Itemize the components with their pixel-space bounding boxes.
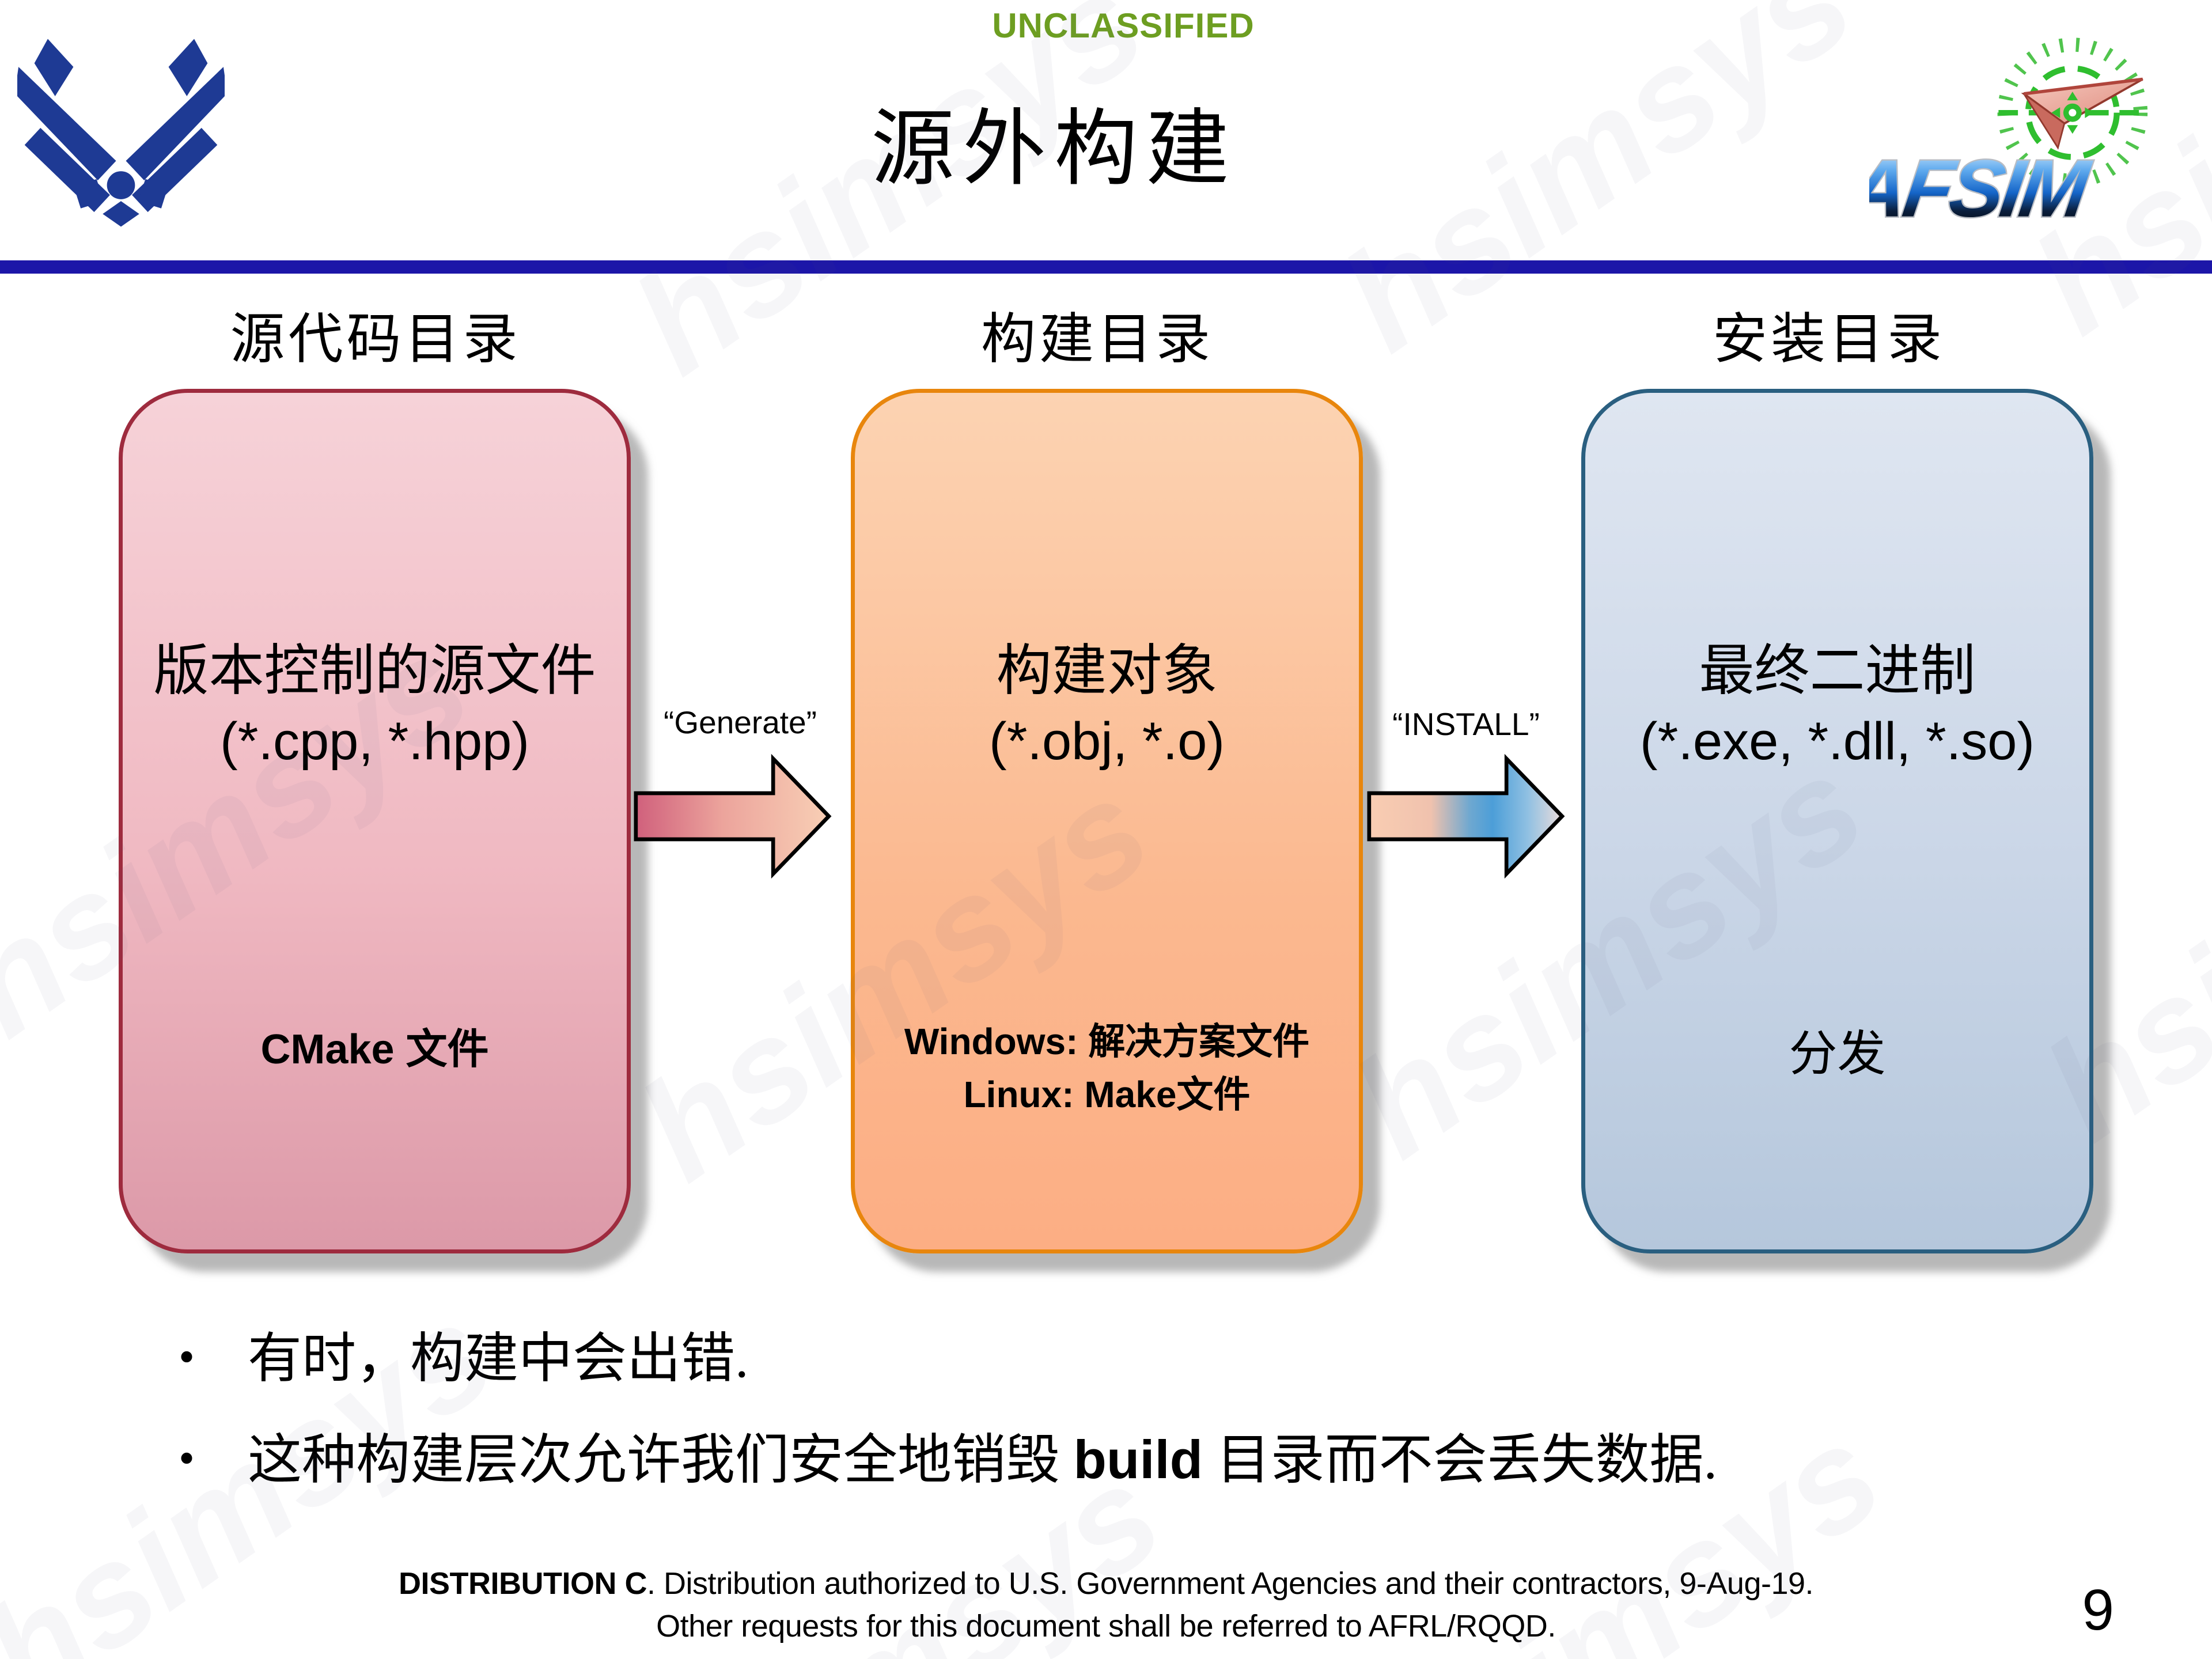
build-box-sub-text: Windows: 解决方案文件 Linux: Make文件 — [855, 1015, 1359, 1121]
build-directory-box: 构建对象 (*.obj, *.o) Windows: 解决方案文件 Linux:… — [851, 389, 1363, 1253]
source-directory-box: 版本控制的源文件 (*.cpp, *.hpp) CMake 文件 — [119, 389, 631, 1253]
build-extensions-label: (*.obj, *.o) — [988, 712, 1225, 771]
build-keyword: build — [1073, 1429, 1203, 1490]
distribution-statement: DISTRIBUTION C. Distribution authorized … — [0, 1562, 2212, 1647]
distribution-line-1: DISTRIBUTION C. Distribution authorized … — [398, 1566, 1814, 1601]
bullet-item: • 有时，构建中会出错. — [179, 1315, 2080, 1393]
source-extensions-label: (*.cpp, *.hpp) — [220, 712, 529, 771]
distribution-label-bold: DISTRIBUTION C — [398, 1566, 647, 1601]
crosshair-circle-icon — [2025, 65, 2120, 160]
final-binaries-label: 最终二进制 — [1699, 640, 1976, 702]
windows-solution-label: Windows: 解决方案文件 — [904, 1021, 1310, 1062]
build-box-main-text: 构建对象 (*.obj, *.o) — [855, 635, 1359, 776]
column-header-build: 构建目录 — [980, 309, 1214, 370]
bullet-text-errors: 有时，构建中会出错. — [248, 1329, 749, 1389]
install-arrow-label: “INSTALL” — [1392, 706, 1540, 742]
column-header-install: 安装目录 — [1712, 309, 1945, 370]
page-title: 源外构建 — [871, 104, 1237, 196]
source-files-label: 版本控制的源文件 — [153, 640, 596, 702]
distribution-label: 分发 — [1789, 1028, 1886, 1081]
build-objects-label: 构建对象 — [996, 640, 1218, 702]
install-arrow-icon — [1367, 753, 1565, 879]
page-number: 9 — [2082, 1578, 2114, 1642]
usaf-wings-logo — [17, 39, 225, 227]
bullet-text-hierarchy: 这种构建层次允许我们安全地销毁 build 目录而不会丢失数据. — [248, 1429, 1718, 1490]
generate-arrow-icon — [634, 753, 832, 879]
crosshair-center-icon — [2051, 92, 2094, 134]
bullet-dot: • — [179, 1332, 195, 1382]
bullet-dot: • — [179, 1433, 195, 1484]
install-directory-box: 最终二进制 (*.exe, *.dll, *.so) 分发 — [1581, 389, 2093, 1253]
source-box-main-text: 版本控制的源文件 (*.cpp, *.hpp) — [123, 635, 627, 776]
linux-make-label: Linux: Make文件 — [963, 1074, 1251, 1115]
generate-arrow-label: “Generate” — [664, 704, 817, 740]
classification-banner: UNCLASSIFIED — [992, 6, 1255, 45]
distribution-line-2: Other requests for this document shall b… — [656, 1609, 1556, 1643]
install-box-main-text: 最终二进制 (*.exe, *.dll, *.so) — [1585, 635, 2089, 776]
afsim-wordmark: AFSIM — [1869, 143, 2096, 233]
binary-extensions-label: (*.exe, *.dll, *.so) — [1639, 712, 2035, 771]
title-divider — [0, 260, 2212, 274]
column-header-source: 源代码目录 — [230, 309, 521, 370]
cmake-files-label: CMake 文件 — [260, 1027, 489, 1073]
afsim-logo: AFSIM — [1869, 37, 2149, 235]
bullet-item: • 这种构建层次允许我们安全地销毁 build 目录而不会丢失数据. — [179, 1416, 2080, 1494]
